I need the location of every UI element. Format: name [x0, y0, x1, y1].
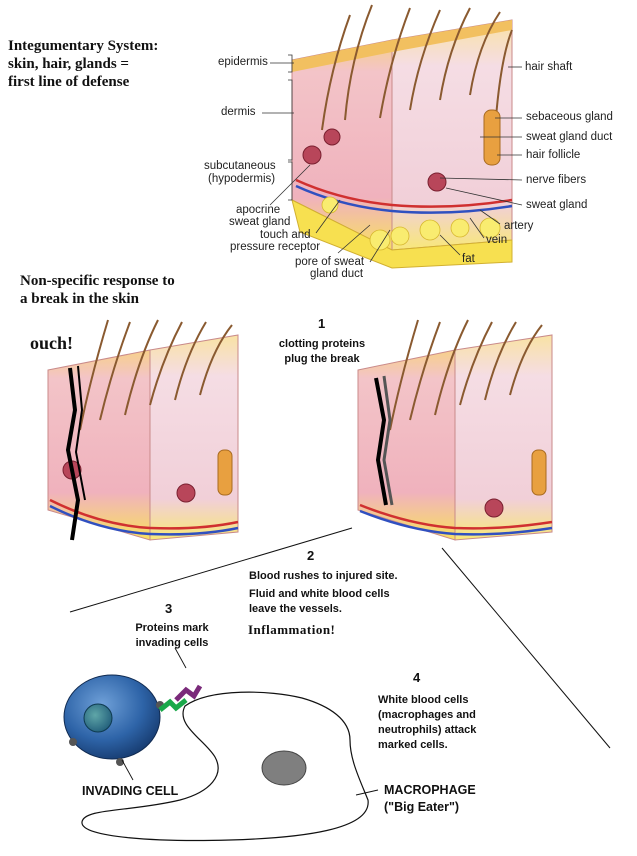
big-eater-label: ("Big Eater")	[384, 800, 460, 814]
label-sweat-gland-left: sweat gland	[229, 216, 291, 228]
title-line-2: skin, hair, glands =	[8, 56, 129, 72]
macrophage-label: MACROPHAGE	[384, 783, 476, 797]
step-3-number: 3	[165, 601, 173, 616]
label-touch: touch and	[260, 229, 311, 241]
step-4-text: White blood cells (macrophages and neutr…	[378, 693, 518, 753]
label-epidermis: epidermis	[218, 56, 268, 68]
step-1-text: clotting proteins plug the break	[272, 337, 372, 367]
skin-cross-section-wound	[47, 319, 239, 541]
skin-cross-section-main	[291, 4, 513, 269]
section-line-1: Non-specific response to	[20, 273, 175, 289]
step-2-text: Blood rushes to injured site. Fluid and …	[249, 569, 449, 617]
step-4-line-1: White blood cells	[378, 694, 469, 706]
label-leader-lines	[262, 54, 523, 263]
skin-cross-section-clot	[357, 319, 553, 541]
label-vein: vein	[486, 234, 508, 246]
step-1-number: 1	[318, 316, 326, 331]
inflammation-label: Inflammation!	[248, 622, 336, 637]
step-2-number: 2	[307, 548, 315, 563]
step-4-line-2: (macrophages and	[378, 709, 476, 721]
step-2-line-1: Blood rushes to injured site.	[249, 570, 398, 582]
label-fat: fat	[462, 253, 475, 265]
label-dermis: dermis	[221, 106, 256, 118]
page-title: Integumentary System: skin, hair, glands…	[8, 37, 268, 91]
step-3-text: Proteins mark invading cells	[122, 621, 222, 651]
step-4-line-3: neutrophils) attack	[378, 724, 477, 736]
step-4-number: 4	[413, 670, 421, 685]
title-line-1: Integumentary System:	[8, 38, 159, 54]
zoom-lines	[69, 527, 611, 749]
label-sweat-gland-duct: sweat gland duct	[526, 131, 613, 143]
bottom-leader-lines	[121, 647, 379, 796]
title-line-3: first line of defense	[8, 74, 130, 90]
label-gland-duct: gland duct	[310, 268, 364, 280]
step-4-line-4: marked cells.	[378, 739, 448, 751]
label-pore: pore of sweat	[295, 256, 365, 268]
label-artery: artery	[504, 220, 534, 232]
invading-cell-label: INVADING CELL	[82, 784, 179, 798]
ouch-label: ouch!	[30, 333, 74, 353]
invading-cell	[63, 674, 164, 766]
label-sweat-gland-right: sweat gland	[526, 199, 588, 211]
macrophage-nucleus	[261, 750, 307, 786]
label-hair-follicle: hair follicle	[526, 149, 581, 161]
label-nerve-fibers: nerve fibers	[526, 174, 587, 186]
step-2-line-3: leave the vessels.	[249, 603, 342, 615]
step-1-line-2: plug the break	[284, 353, 360, 365]
step-2-line-2: Fluid and white blood cells	[249, 588, 390, 600]
label-apocrine: apocrine	[236, 204, 281, 216]
macrophage-outline	[81, 691, 369, 842]
section-line-2: a break in the skin	[20, 291, 139, 307]
step-3-line-2: invading cells	[135, 637, 209, 649]
label-hypodermis: (hypodermis)	[208, 173, 276, 185]
section-heading: Non-specific response to a break in the …	[20, 272, 260, 308]
label-sebaceous-gland: sebaceous gland	[526, 111, 613, 123]
label-subcutaneous: subcutaneous	[204, 160, 276, 172]
step-3-line-1: Proteins mark	[135, 622, 209, 634]
antibody-marker	[158, 684, 203, 712]
label-hair-shaft: hair shaft	[525, 61, 573, 73]
step-1-line-1: clotting proteins	[278, 338, 366, 350]
label-pressure-receptor: pressure receptor	[230, 241, 321, 253]
